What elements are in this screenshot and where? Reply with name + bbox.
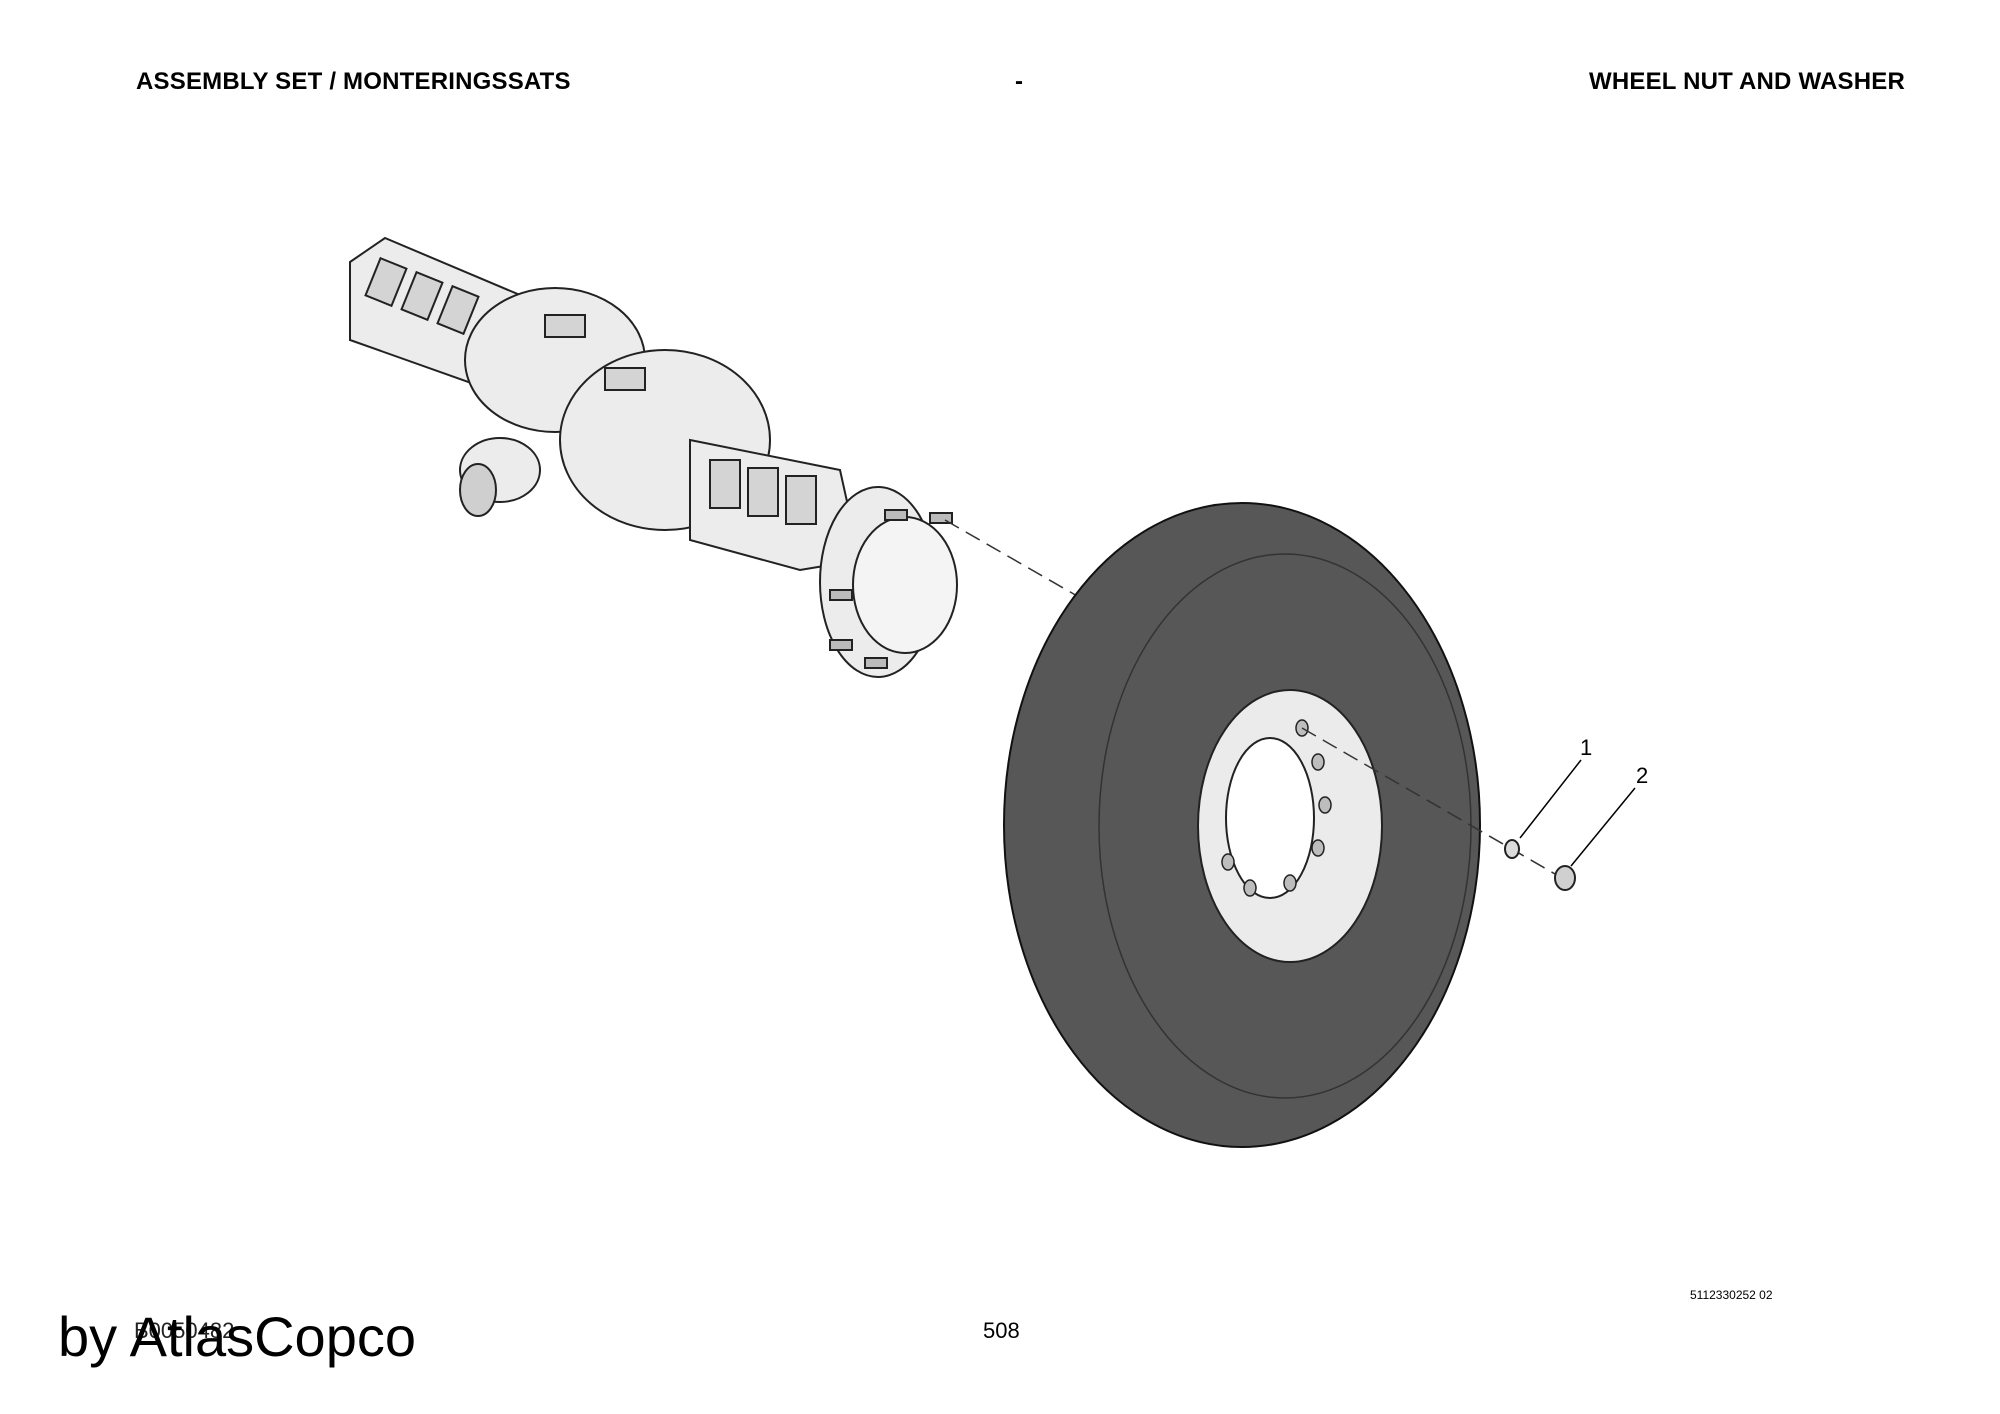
wheel-stud [884, 509, 908, 521]
housing-rib [747, 467, 779, 517]
wheel-stud [829, 639, 853, 651]
axle-assembly [349, 236, 958, 678]
rim-bolt-hole [1318, 796, 1332, 814]
page-number: 508 [983, 1318, 1020, 1343]
leader-line-1 [1519, 759, 1582, 839]
header-title-right: WHEEL NUT AND WASHER [1589, 68, 1905, 95]
leader-line-2 [1570, 787, 1636, 867]
rim-bolt-hole [1311, 753, 1325, 771]
rim-bolt-hole [1311, 839, 1325, 857]
header-title-left: ASSEMBLY SET / MONTERINGSSATS [136, 68, 571, 95]
wheel-stud [929, 512, 953, 524]
carrier-boss [604, 367, 646, 391]
wheel-hub-cap [852, 516, 958, 654]
wheel-assembly [1003, 502, 1481, 1148]
input-flange [459, 463, 497, 517]
wheel-nut-part [1554, 865, 1576, 891]
carrier-boss [544, 314, 586, 338]
drawing-id: B0050482 [134, 1318, 235, 1343]
wheel-stud [864, 657, 888, 669]
callout-1: 1 [1580, 735, 1593, 760]
housing-rib [709, 459, 741, 509]
rim-bolt-hole [1221, 853, 1235, 871]
housing-rib [400, 270, 444, 322]
housing-rib [785, 475, 817, 525]
header-separator: - [1015, 68, 1024, 95]
wheel-stud [829, 589, 853, 601]
watermark: by AtlasCopco [58, 1305, 416, 1368]
callout-2: 2 [1636, 763, 1649, 788]
rim-center-bore [1225, 737, 1315, 899]
housing-rib [364, 256, 408, 308]
rim-bolt-hole [1283, 874, 1297, 892]
washer-part [1504, 839, 1520, 859]
document-number: 5112330252 02 [1690, 1288, 1773, 1302]
housing-rib [436, 284, 480, 336]
rim-bolt-hole [1243, 879, 1257, 897]
